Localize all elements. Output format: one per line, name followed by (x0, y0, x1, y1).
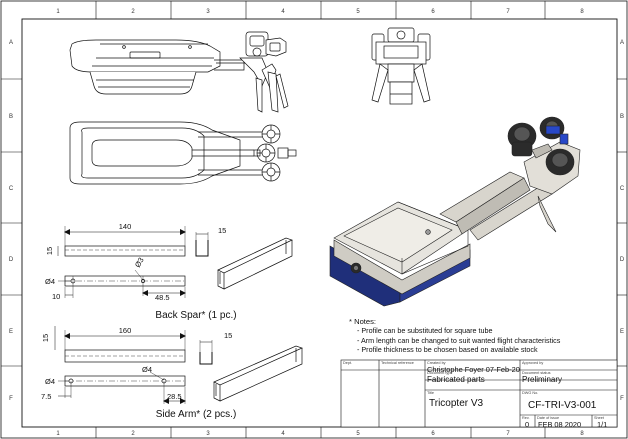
back-spar-hole-dia-left: Ø4 (45, 277, 55, 286)
zone-col-4-bottom: 4 (281, 431, 285, 437)
notes-bullet: * (349, 317, 352, 326)
tricopter-isometric-view (329, 116, 581, 307)
rev-value: 0 (525, 420, 530, 429)
zone-row-f-right: F (620, 396, 624, 402)
side-arm-hole-dia-top: Ø4 (142, 365, 152, 374)
zone-col-2-top: 2 (131, 9, 135, 15)
zone-row-f-left: F (9, 396, 13, 402)
back-spar-profile-width: 15 (218, 226, 226, 235)
note-item-3: - Profile thickness to be chosen based o… (357, 345, 538, 355)
sheet-label: Sheet (594, 416, 604, 420)
zone-col-4-top: 4 (281, 9, 285, 15)
date-label: Date of issue (537, 416, 560, 420)
back-spar-hole-dia-top: Ø3 (133, 256, 146, 269)
doc-type-value: Fabricated parts (427, 375, 485, 384)
zone-col-2-bottom: 2 (131, 431, 135, 437)
zone-row-e-right: E (620, 329, 624, 335)
back-spar-offset-left: 10 (52, 292, 60, 301)
side-arm-caption: Side Arm* (2 pcs.) (156, 409, 237, 420)
tricopter-front-view (371, 27, 431, 105)
zone-col-1-bottom: 1 (56, 431, 60, 437)
notes-heading: Notes: (354, 317, 377, 326)
zone-col-3-top: 3 (206, 9, 210, 15)
drawing-title: Tricopter V3 (429, 398, 484, 409)
tech-ref-label: Technical reference (381, 361, 414, 365)
zone-col-8-bottom: 8 (580, 431, 584, 437)
date-value: FEB 08 2020 (538, 420, 582, 429)
zone-col-6-bottom: 6 (431, 431, 435, 437)
side-arm-offset-right: 28.5 (167, 392, 182, 401)
side-arm-offset-left: 7.5 (41, 392, 51, 401)
back-spar-caption: Back Spar* (1 pc.) (155, 310, 236, 321)
zone-col-1-top: 1 (56, 9, 60, 15)
notes-block: * Notes: - Profile can be substituted fo… (349, 317, 609, 355)
zone-labels: 1 2 3 4 5 6 7 8 1 2 3 4 5 6 7 8 A B C D … (9, 9, 625, 437)
zone-col-8-top: 8 (580, 9, 584, 15)
note-item-2: - Arm length can be changed to suit want… (357, 335, 561, 345)
doc-type-label: Document type (427, 371, 453, 375)
doc-status-label: Document status (522, 371, 551, 375)
side-arm-height: 15 (41, 334, 50, 342)
dept-label: Dept. (343, 361, 353, 365)
zone-row-c-left: C (9, 186, 14, 192)
title-label: Title (427, 391, 435, 395)
note-item-1: - Profile can be substituted for square … (357, 326, 493, 336)
back-spar-height: 15 (45, 247, 54, 255)
zone-row-d-right: D (620, 257, 625, 263)
title-block-grid (340, 359, 618, 428)
back-spar-offset-right: 48.5 (155, 293, 170, 302)
approved-by-label: Approved by (522, 361, 544, 365)
zone-col-7-top: 7 (506, 9, 510, 15)
created-by-value: Christophe Foyer 07-Feb-20 (427, 365, 520, 374)
tricopter-top-view (69, 121, 297, 185)
doc-status-value: Preliminary (522, 375, 563, 384)
side-arm-length: 160 (119, 326, 132, 335)
zone-col-5-top: 5 (356, 9, 360, 15)
zone-row-d-left: D (9, 257, 14, 263)
zone-col-6-top: 6 (431, 9, 435, 15)
side-arm-labels: 160 15 15 Ø4 Ø4 7.5 28.5 Side Arm* (2 pc… (41, 326, 236, 420)
zone-row-b-left: B (9, 114, 13, 120)
zone-row-a-right: A (620, 40, 624, 46)
side-arm-profile-width: 15 (224, 331, 232, 340)
zone-row-e-left: E (9, 329, 13, 335)
zone-row-c-right: C (620, 186, 625, 192)
dwg-no-label: DWG No. (522, 391, 539, 395)
zone-col-3-bottom: 3 (206, 431, 210, 437)
rev-label: Rev. (522, 416, 530, 420)
zone-row-a-left: A (9, 40, 13, 46)
created-by-label: Created by (427, 361, 446, 365)
zone-col-7-bottom: 7 (506, 431, 510, 437)
back-spar-drawing (57, 226, 293, 298)
sheet-value: 1/1 (597, 420, 608, 429)
zone-row-b-right: B (620, 114, 624, 120)
back-spar-labels: 140 15 15 Ø3 Ø4 10 48.5 Back Spar* (1 pc… (45, 222, 237, 321)
side-arm-drawing (54, 326, 303, 404)
back-spar-length: 140 (119, 222, 132, 231)
side-arm-hole-dia-left: Ø4 (45, 377, 55, 386)
dwg-no-value: CF-TRI-V3-001 (528, 400, 597, 411)
tricopter-side-view (69, 31, 289, 113)
zone-col-5-bottom: 5 (356, 431, 360, 437)
